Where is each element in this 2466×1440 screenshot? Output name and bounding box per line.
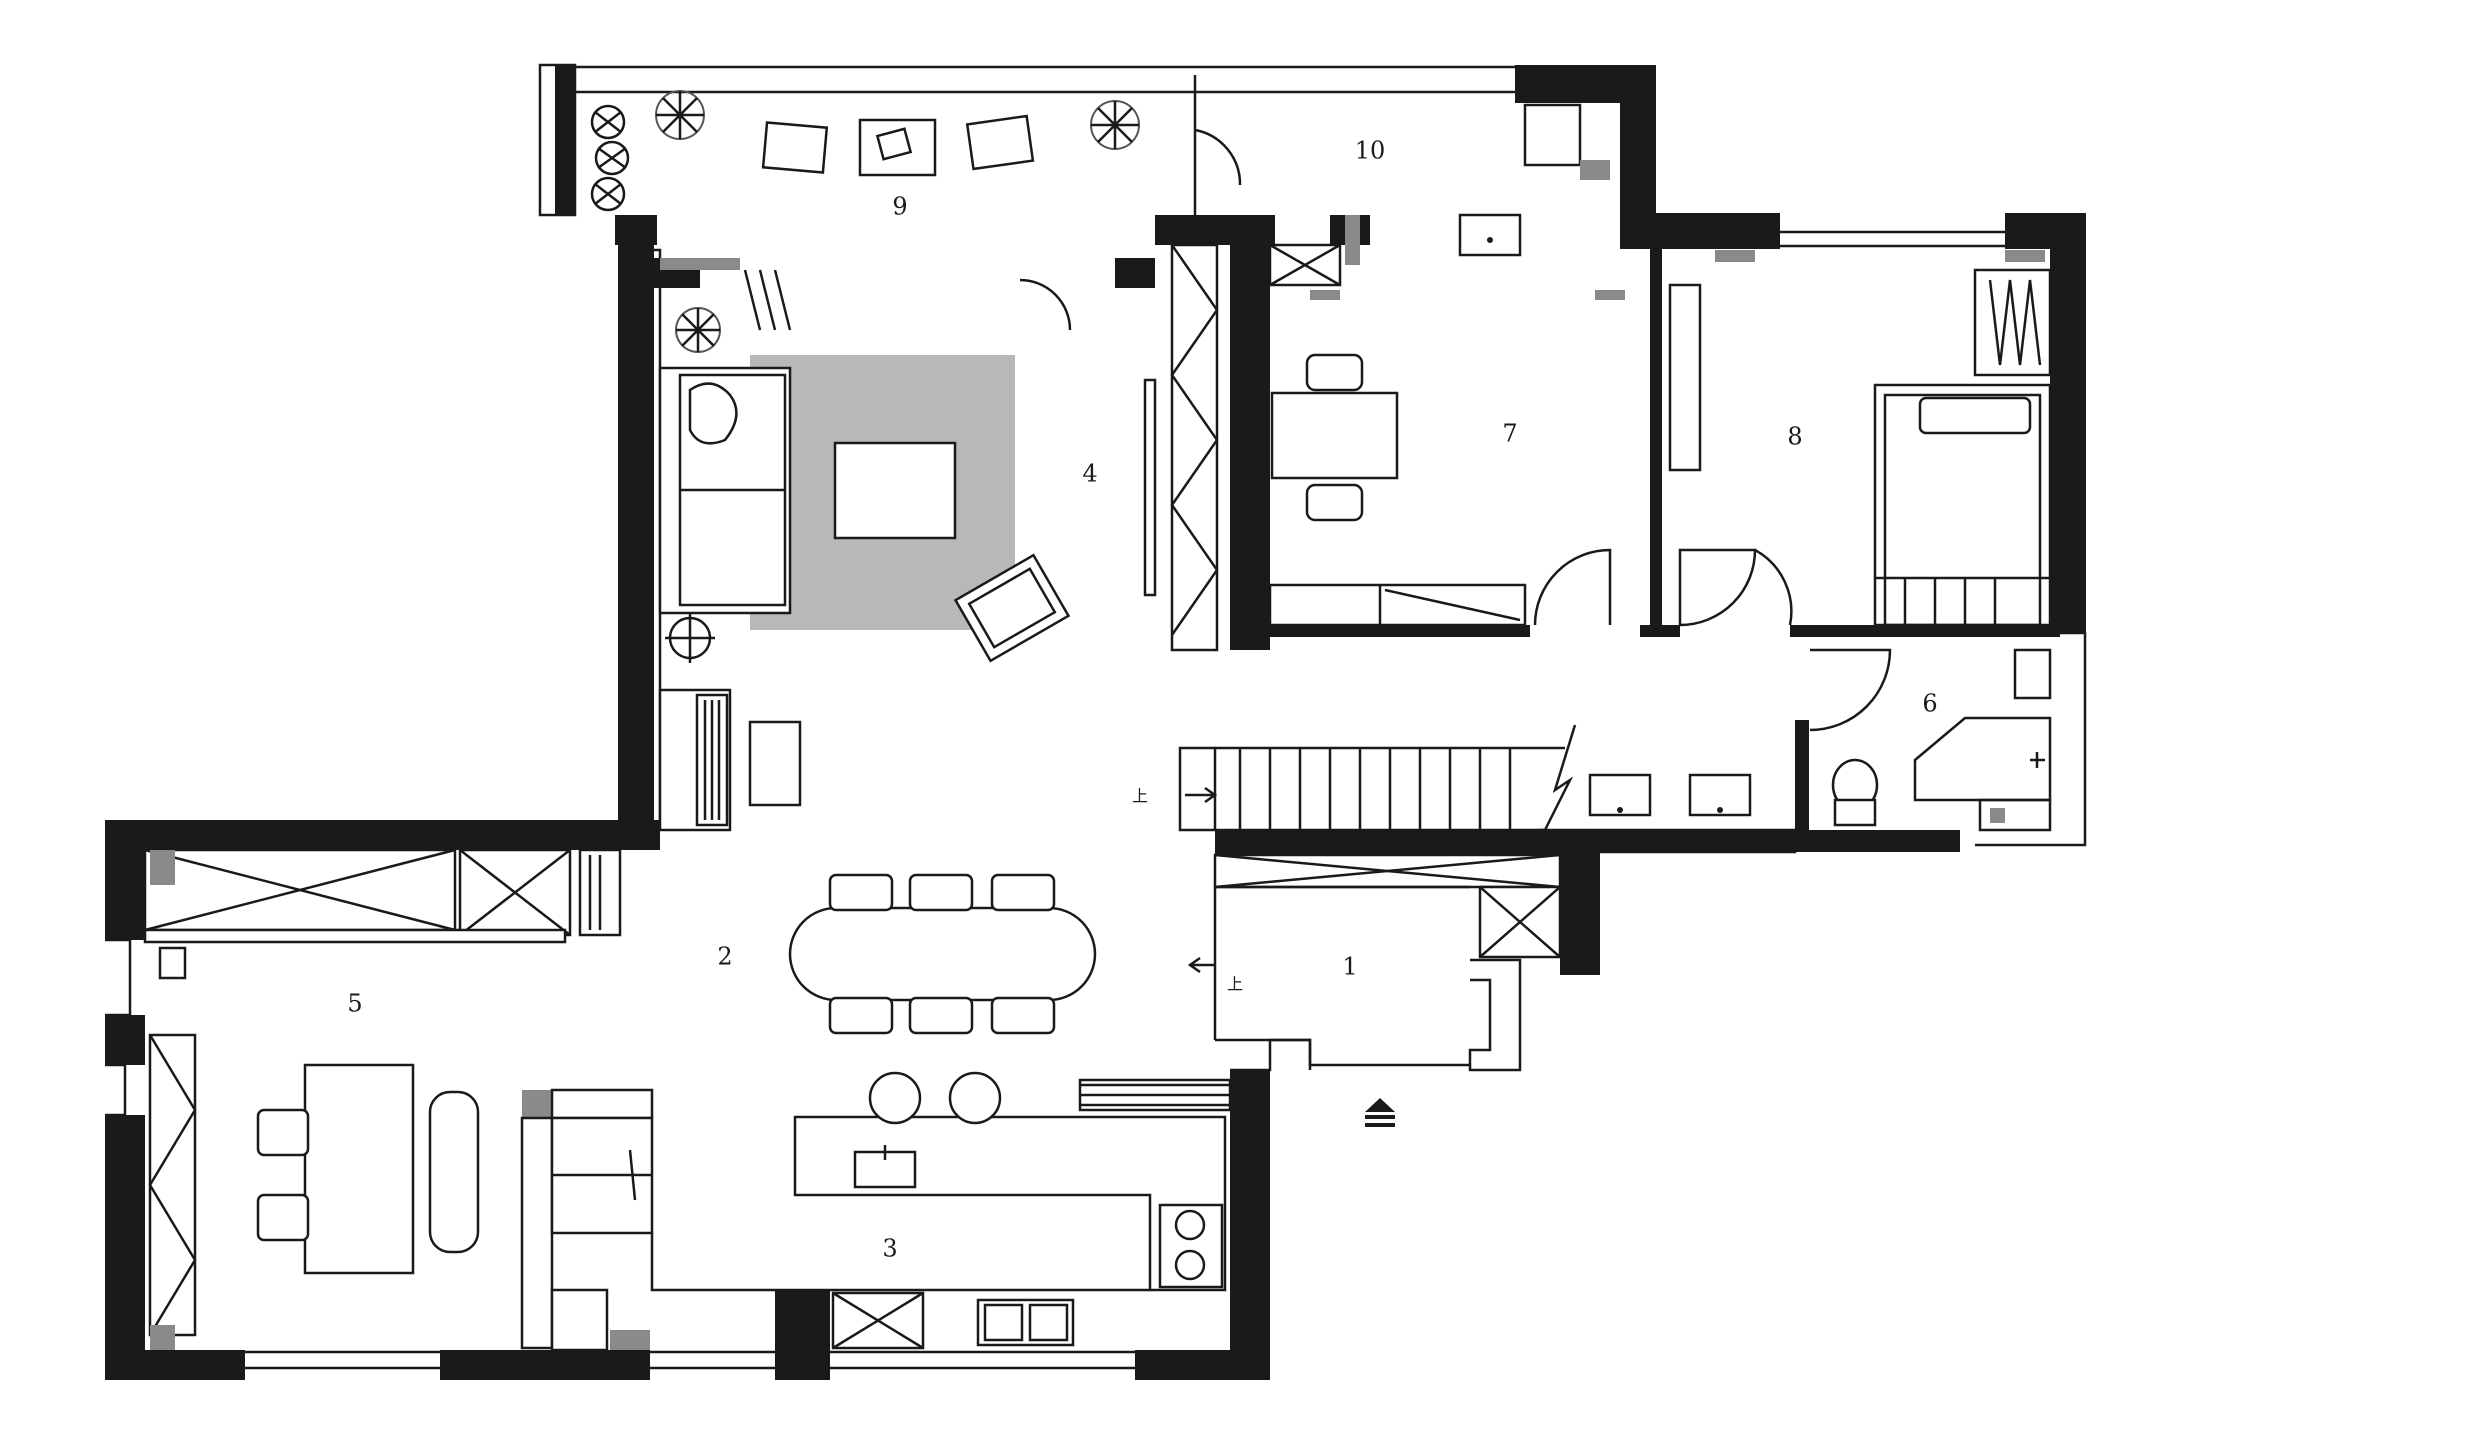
shower bbox=[1913, 716, 2052, 802]
bathroom-door bbox=[1809, 648, 1892, 732]
stair-arrow-icon bbox=[1185, 786, 1218, 804]
room-label-study: 5 bbox=[347, 990, 362, 1018]
desk bbox=[1270, 391, 1399, 480]
room-labels: 1 2 3 4 5 6 7 8 9 10 bbox=[347, 137, 1937, 1263]
pantry-door bbox=[550, 1288, 609, 1352]
piano bbox=[658, 688, 802, 832]
bar-stool bbox=[948, 1071, 1002, 1125]
pillow bbox=[1918, 396, 2032, 435]
floor-lamp-icon bbox=[665, 613, 715, 663]
balcony-door bbox=[1193, 75, 1242, 215]
laundry-fixtures bbox=[1345, 103, 1610, 265]
room-label-dining: 2 bbox=[717, 943, 732, 971]
balcony-furniture bbox=[590, 75, 1242, 353]
room-label-bathroom: 6 bbox=[1922, 690, 1937, 718]
room-label-living: 4 bbox=[1082, 460, 1097, 488]
piano-bench bbox=[748, 720, 802, 807]
plant-icon bbox=[675, 307, 721, 353]
balcony-chair bbox=[761, 121, 829, 174]
double-sink bbox=[976, 1298, 1075, 1347]
study-furniture bbox=[143, 848, 567, 1350]
bar-stool bbox=[868, 1071, 922, 1125]
wardrobe bbox=[1973, 268, 2052, 377]
wall-cabinet bbox=[148, 1033, 197, 1337]
staircase: 上 bbox=[1132, 724, 1577, 832]
bedroom-8-tv bbox=[1668, 283, 1702, 472]
study-desk bbox=[303, 1063, 415, 1275]
walls bbox=[105, 63, 2087, 1380]
bedroom-7-door bbox=[1533, 548, 1612, 626]
bedroom-8-furniture bbox=[1668, 250, 2052, 627]
stair-arrow-icon bbox=[1187, 956, 1215, 974]
bedroom-7-furniture bbox=[1268, 243, 1625, 627]
coffee-table bbox=[833, 441, 957, 540]
laundry-sink bbox=[1458, 213, 1522, 257]
kitchen-furniture bbox=[520, 1071, 1232, 1352]
balcony-chair bbox=[965, 114, 1035, 171]
cushion-icon bbox=[688, 382, 738, 445]
plant-icon bbox=[590, 104, 630, 212]
vanity-sink bbox=[1688, 773, 1752, 817]
stair-up-label: 上 bbox=[1227, 975, 1243, 994]
bench bbox=[428, 1090, 480, 1254]
room-label-laundry: 10 bbox=[1355, 137, 1386, 165]
window-bedroom-b bbox=[1780, 230, 2005, 248]
fridge-top bbox=[550, 1088, 654, 1120]
entry-arrow-icon bbox=[1365, 1098, 1395, 1127]
dining-table bbox=[788, 906, 1097, 1002]
wardrobe bbox=[1170, 243, 1219, 652]
balcony-rail bbox=[575, 65, 1515, 94]
bedroom-8-door bbox=[1678, 548, 1757, 627]
stair-up-label: 上 bbox=[1132, 787, 1148, 806]
living-room-furniture bbox=[658, 243, 1219, 663]
tv-cabinet bbox=[1143, 378, 1157, 597]
low-cabinet bbox=[1268, 583, 1527, 627]
washer bbox=[1523, 103, 1582, 167]
entry-features: 上 bbox=[1187, 853, 1562, 1127]
dining-furniture bbox=[458, 848, 1097, 1035]
room-label-balcony: 9 bbox=[892, 193, 907, 221]
living-door bbox=[1019, 278, 1072, 331]
room-label-bedroom-b: 8 bbox=[1787, 423, 1802, 451]
armchair bbox=[953, 553, 1071, 663]
cooktop bbox=[1158, 1203, 1224, 1289]
bathroom-fixtures bbox=[1538, 648, 2052, 854]
room-label-bedroom-a: 7 bbox=[1502, 420, 1517, 448]
printer-icon bbox=[158, 946, 187, 980]
towel-cabinet bbox=[2013, 648, 2052, 700]
room-label-entry: 1 bbox=[1342, 953, 1357, 981]
fern-icon bbox=[655, 90, 1140, 150]
room-label-kitchen: 3 bbox=[882, 1235, 897, 1263]
